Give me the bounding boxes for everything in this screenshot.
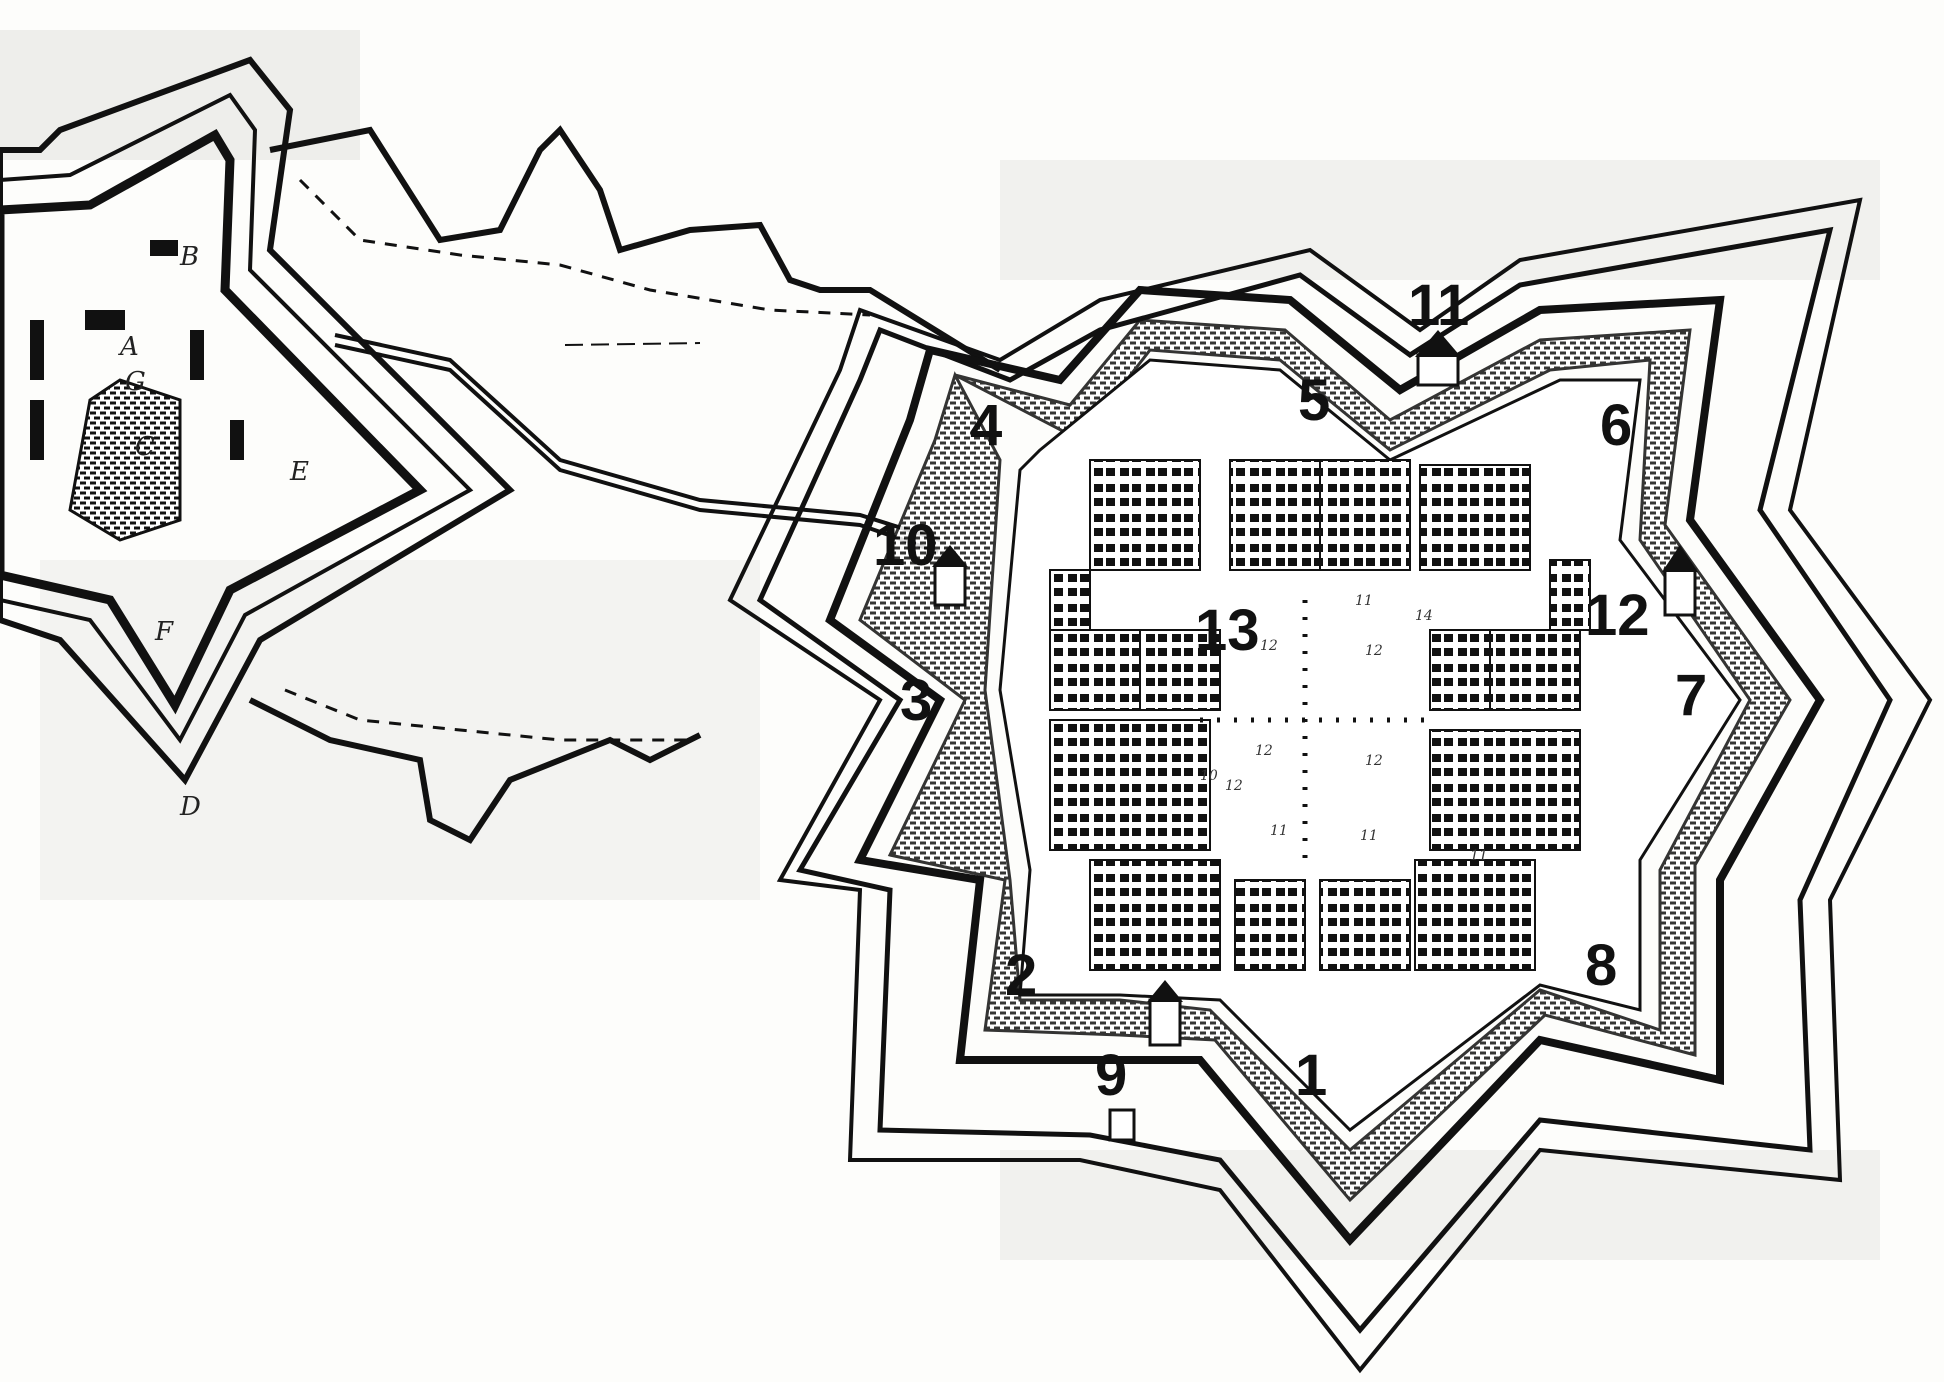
street-number: 11 [1360,828,1378,844]
citadel-letter-a: A [118,332,139,362]
hornwork [248,125,1002,844]
labels: 1 2 3 4 5 6 7 8 9 10 11 12 13 [873,273,1707,1108]
hornwork-upper-wall [269,125,1002,373]
label-1: 1 [1295,1043,1327,1108]
town-grid [1049,459,1591,971]
street-number: 12 [1365,643,1383,659]
street-number: 12 [1225,778,1243,794]
street-number: 11 [1470,848,1488,864]
town-block [1319,459,1411,571]
town-block [1049,569,1091,631]
connecting-road [334,343,939,554]
citadel-building [30,400,44,460]
hornwork-lower-wall [248,697,702,844]
town-block [1139,629,1221,711]
town-block [1234,879,1306,971]
town-block [1229,459,1321,571]
gate-9 [1108,980,1183,1142]
main-rampart [825,285,1825,1247]
label-12: 12 [1585,583,1650,648]
scan-patch [1000,1150,1880,1260]
dashed-line [564,342,701,346]
label-5: 5 [1298,368,1330,433]
palisade-line [298,178,871,317]
citadel-letter-c: C [135,432,155,462]
citadel-letter-f: F [154,617,174,647]
citadel-letter-b: B [179,242,199,272]
label-8: 8 [1585,933,1617,998]
citadel-building [30,320,44,380]
citadel-inner-wall [0,92,474,744]
citadel-rampart [0,128,428,715]
town-block [1049,629,1141,711]
citadel-letter-e: E [289,457,309,487]
street-number: 11 [1355,593,1373,609]
palisade-line [284,688,690,742]
covered-way [756,226,1893,1334]
town-block [1419,464,1531,571]
town-block [1319,879,1411,971]
town-block [1414,859,1536,971]
label-13: 13 [1195,598,1260,663]
label-3: 3 [900,668,932,733]
citadel-letter-d: D [179,792,201,822]
scan-patch [0,30,360,160]
street-number: 12 [1255,743,1273,759]
street-number: 12 [1260,638,1278,654]
gate-11 [1415,330,1461,387]
label-2: 2 [1005,943,1037,1008]
town-block [1549,559,1591,631]
street-number: 11 [1270,823,1288,839]
town-block [1049,719,1211,851]
citadel-letter-g: G [125,367,146,397]
label-4: 4 [970,393,1002,458]
label-10: 10 [873,513,938,578]
scan-patch [1000,160,1880,280]
town-block [1429,629,1491,711]
scan-patch [40,560,760,900]
gate-12 [1662,545,1698,617]
citadel-building [85,310,125,330]
citadel-building [190,330,204,380]
parapet-band [858,318,1792,1203]
citadel-core [68,378,182,542]
street-number: 12 [1365,753,1383,769]
outer-glacis [727,197,1933,1374]
street-number: 10 [1200,768,1218,784]
citadel-outer-wall [0,56,515,786]
town-block [1429,729,1581,851]
label-9: 9 [1095,1043,1127,1108]
gate-10 [932,545,968,607]
town-block [1089,859,1221,971]
citadel-building [150,240,178,256]
town-block [1489,629,1581,711]
citadel-building [230,420,244,460]
label-7: 7 [1675,663,1707,728]
street-number: 14 [1415,608,1433,624]
town-block [1089,459,1201,571]
citadel: A B C D E F G [0,56,515,822]
main-fortress: 12 12 12 12 12 11 10 11 11 14 11 [727,197,1933,1374]
label-11: 11 [1408,273,1469,338]
label-6: 6 [1600,393,1632,458]
